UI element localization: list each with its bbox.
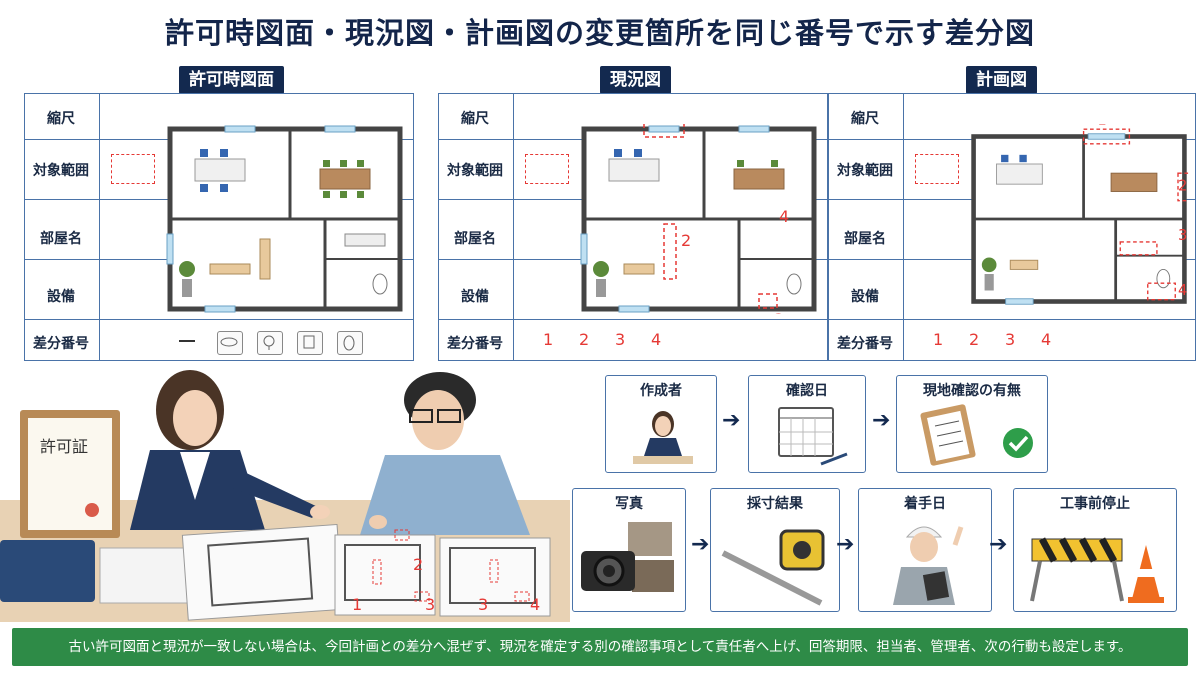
flow-label-start-date: 着手日: [904, 496, 946, 512]
plan-label-3: 3: [774, 310, 784, 314]
row-label-diff: 差分番号: [447, 336, 503, 352]
plan-label-4: 4: [779, 207, 789, 226]
certificate-frame: 許可証: [20, 410, 120, 538]
row-label-scope: 対象範囲: [447, 163, 503, 179]
flow-box-site-check: 現地確認の有無: [896, 375, 1048, 473]
calendar-icon: [778, 407, 848, 466]
flow-arrow-icon: ➔: [722, 408, 741, 433]
row-label-room: 部屋名: [454, 231, 496, 247]
panel-title-current: 現況図: [600, 66, 671, 94]
clipboard-icon: [920, 404, 976, 466]
row-label-diff: 差分番号: [837, 336, 893, 352]
panel-current: 縮尺 対象範囲 部屋名 設備 差分番号 1 2 3 4 1 2 3 4: [438, 93, 828, 361]
drawings-on-desk: 2 1 3 3 4: [181, 523, 551, 621]
floor-plan-permit: [166, 125, 403, 313]
flow-box-pre-stop: 工事前停止: [1013, 488, 1177, 612]
flow-label-check-date: 確認日: [786, 383, 828, 399]
worker-icon: [893, 526, 964, 605]
check-icon: [1003, 428, 1033, 458]
diff-row-plan: 1 2 3 4: [903, 330, 1200, 356]
man-figure: [360, 372, 530, 535]
flow-label-creator: 作成者: [640, 383, 682, 399]
person-icon: [633, 411, 693, 464]
camera-icon: [581, 520, 676, 594]
panel-title-plan: 計画図: [966, 66, 1037, 94]
scope-marker: [525, 154, 569, 184]
panel-permit: 縮尺 対象範囲 部屋名 設備 差分番号: [24, 93, 414, 361]
panel-title-permit: 許可時図面: [179, 66, 284, 94]
outlet-icon: [297, 331, 323, 355]
row-label-scope: 対象範囲: [33, 163, 89, 179]
binder-icon: [0, 540, 196, 604]
tape-measure-icon: [721, 529, 825, 606]
light-icon: [257, 331, 283, 355]
flow-box-measure: 採寸結果: [710, 488, 840, 612]
row-label-room: 部屋名: [844, 231, 886, 247]
flow-box-start-date: 着手日: [858, 488, 992, 612]
row-label-scale: 縮尺: [461, 111, 489, 127]
diff-row-current: 1 2 3 4: [513, 330, 813, 356]
row-label-scale: 縮尺: [47, 111, 75, 127]
desk-label: 2: [413, 555, 423, 574]
flow-label-pre-stop: 工事前停止: [1060, 496, 1130, 512]
flow-label-photo: 写真: [615, 496, 643, 512]
flow-arrow-icon: ➔: [872, 408, 891, 433]
floor-plan-plan: 1 2 3 4: [971, 124, 1189, 305]
desk-label: 1: [352, 595, 362, 614]
row-label-scale: 縮尺: [851, 111, 879, 127]
flow-box-photo: 写真: [572, 488, 686, 612]
flow-arrow-icon: ➔: [989, 532, 1008, 557]
flow-box-creator: 作成者: [605, 375, 717, 473]
woman-figure: [130, 370, 330, 530]
barrier-icon: [1030, 537, 1164, 603]
row-label-equipment: 設備: [851, 289, 879, 305]
diff-number: 3: [1005, 330, 1016, 349]
diff-number: 3: [615, 330, 626, 349]
row-label-scope: 対象範囲: [837, 163, 893, 179]
flow-arrow-icon: ➔: [836, 532, 855, 557]
row-label-equipment: 設備: [47, 289, 75, 305]
plan-label-1: 1: [1097, 124, 1106, 129]
row-label-equipment: 設備: [461, 289, 489, 305]
diff-number: 4: [1041, 330, 1052, 349]
footer-note: 古い許可図面と現況が一致しない場合は、今回計画との差分へ混ぜず、現況を確定する別…: [12, 628, 1188, 666]
row-label-room: 部屋名: [40, 231, 82, 247]
desk-label: 3: [425, 595, 435, 614]
diff-number: 1: [933, 330, 944, 349]
diff-number: 2: [579, 330, 590, 349]
flow-label-measure: 採寸結果: [747, 496, 803, 512]
scope-marker: [111, 154, 155, 184]
page-title: 許可時図面・現況図・計画図の変更箇所を同じ番号で示す差分図: [164, 16, 1035, 50]
meeting-illustration: 許可証 2 1 3 3 4: [0, 370, 570, 622]
no-diff-dash: [179, 340, 195, 342]
desk-label: 4: [530, 595, 540, 614]
diff-number: 1: [543, 330, 554, 349]
diff-number: 2: [969, 330, 980, 349]
sink-icon: [217, 331, 243, 355]
row-label-diff: 差分番号: [33, 336, 89, 352]
flow-box-check-date: 確認日: [748, 375, 866, 473]
plan-label-2: 2: [1178, 178, 1187, 195]
plan-label-4: 4: [1178, 282, 1187, 299]
flow-arrow-icon: ➔: [691, 532, 710, 557]
certificate-text: 許可証: [40, 437, 88, 456]
desk-label: 3: [478, 595, 488, 614]
diff-row-permit: [99, 330, 399, 356]
scope-marker: [915, 154, 959, 184]
plan-label-2: 2: [681, 231, 691, 250]
floor-plan-current: 1 2 3 4: [580, 124, 817, 314]
flow-label-site-check: 現地確認の有無: [923, 383, 1021, 399]
plan-label-3: 3: [1178, 227, 1187, 244]
panel-plan: 縮尺 対象範囲 部屋名 設備 差分番号 1 2 3 4 1 2 3 4: [828, 93, 1196, 361]
diff-number: 4: [651, 330, 662, 349]
toilet-icon: [337, 331, 363, 355]
